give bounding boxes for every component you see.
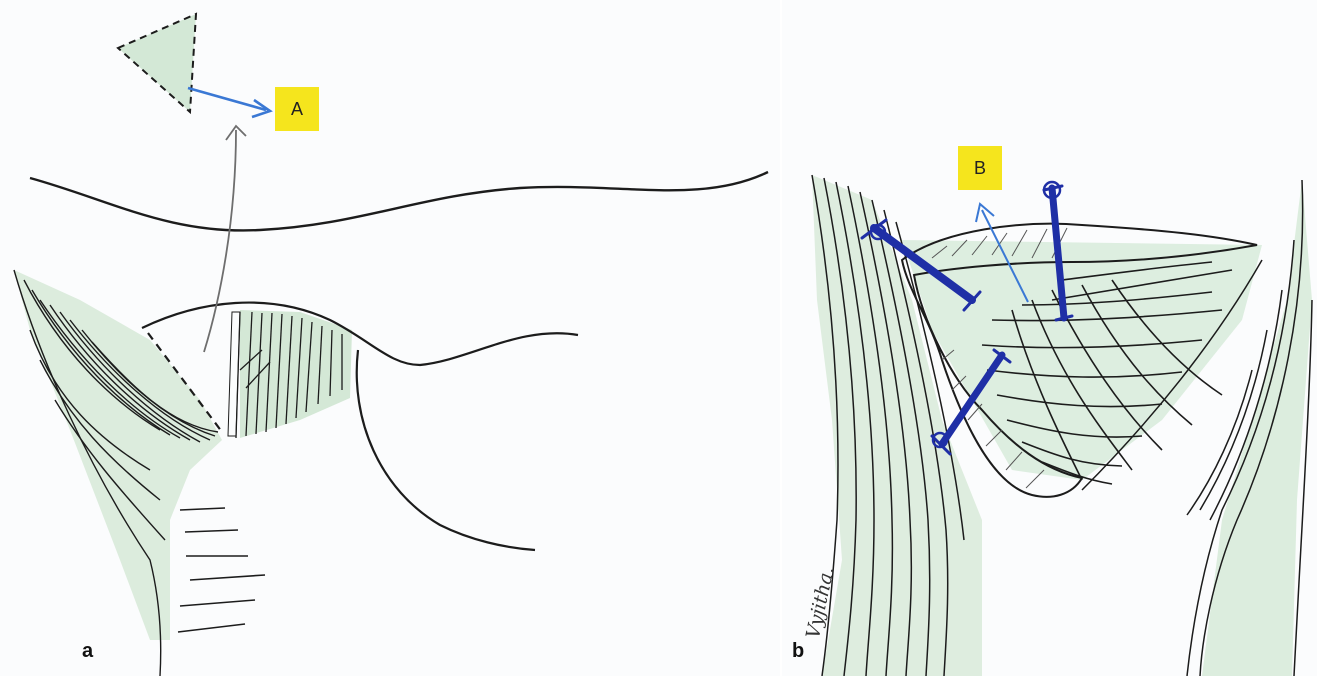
panel-b-drawing (782, 0, 1317, 676)
panel-a-drawing (0, 0, 780, 676)
panel-a: A a (0, 0, 780, 676)
panel-label-b: b (792, 640, 804, 663)
hatched-sliver (228, 312, 240, 436)
label-box-b: B (958, 146, 1002, 190)
rotation-arrow (204, 130, 236, 352)
defect-outline (142, 303, 578, 365)
blue-arrow-a (188, 88, 266, 110)
lower-left-strokes (178, 508, 265, 632)
lower-curve (357, 350, 535, 550)
flap-piece (118, 14, 196, 112)
flap-wash-b (902, 240, 1262, 480)
label-text-a: A (291, 99, 303, 120)
panel-b: B b Vyjitha. (782, 0, 1317, 676)
skin-contour (30, 172, 768, 230)
panel-label-a: a (82, 640, 93, 663)
blue-arrowhead-b (976, 204, 994, 222)
label-text-b: B (974, 158, 986, 179)
left-muscle-wash (14, 270, 222, 640)
label-box-a: A (275, 87, 319, 131)
